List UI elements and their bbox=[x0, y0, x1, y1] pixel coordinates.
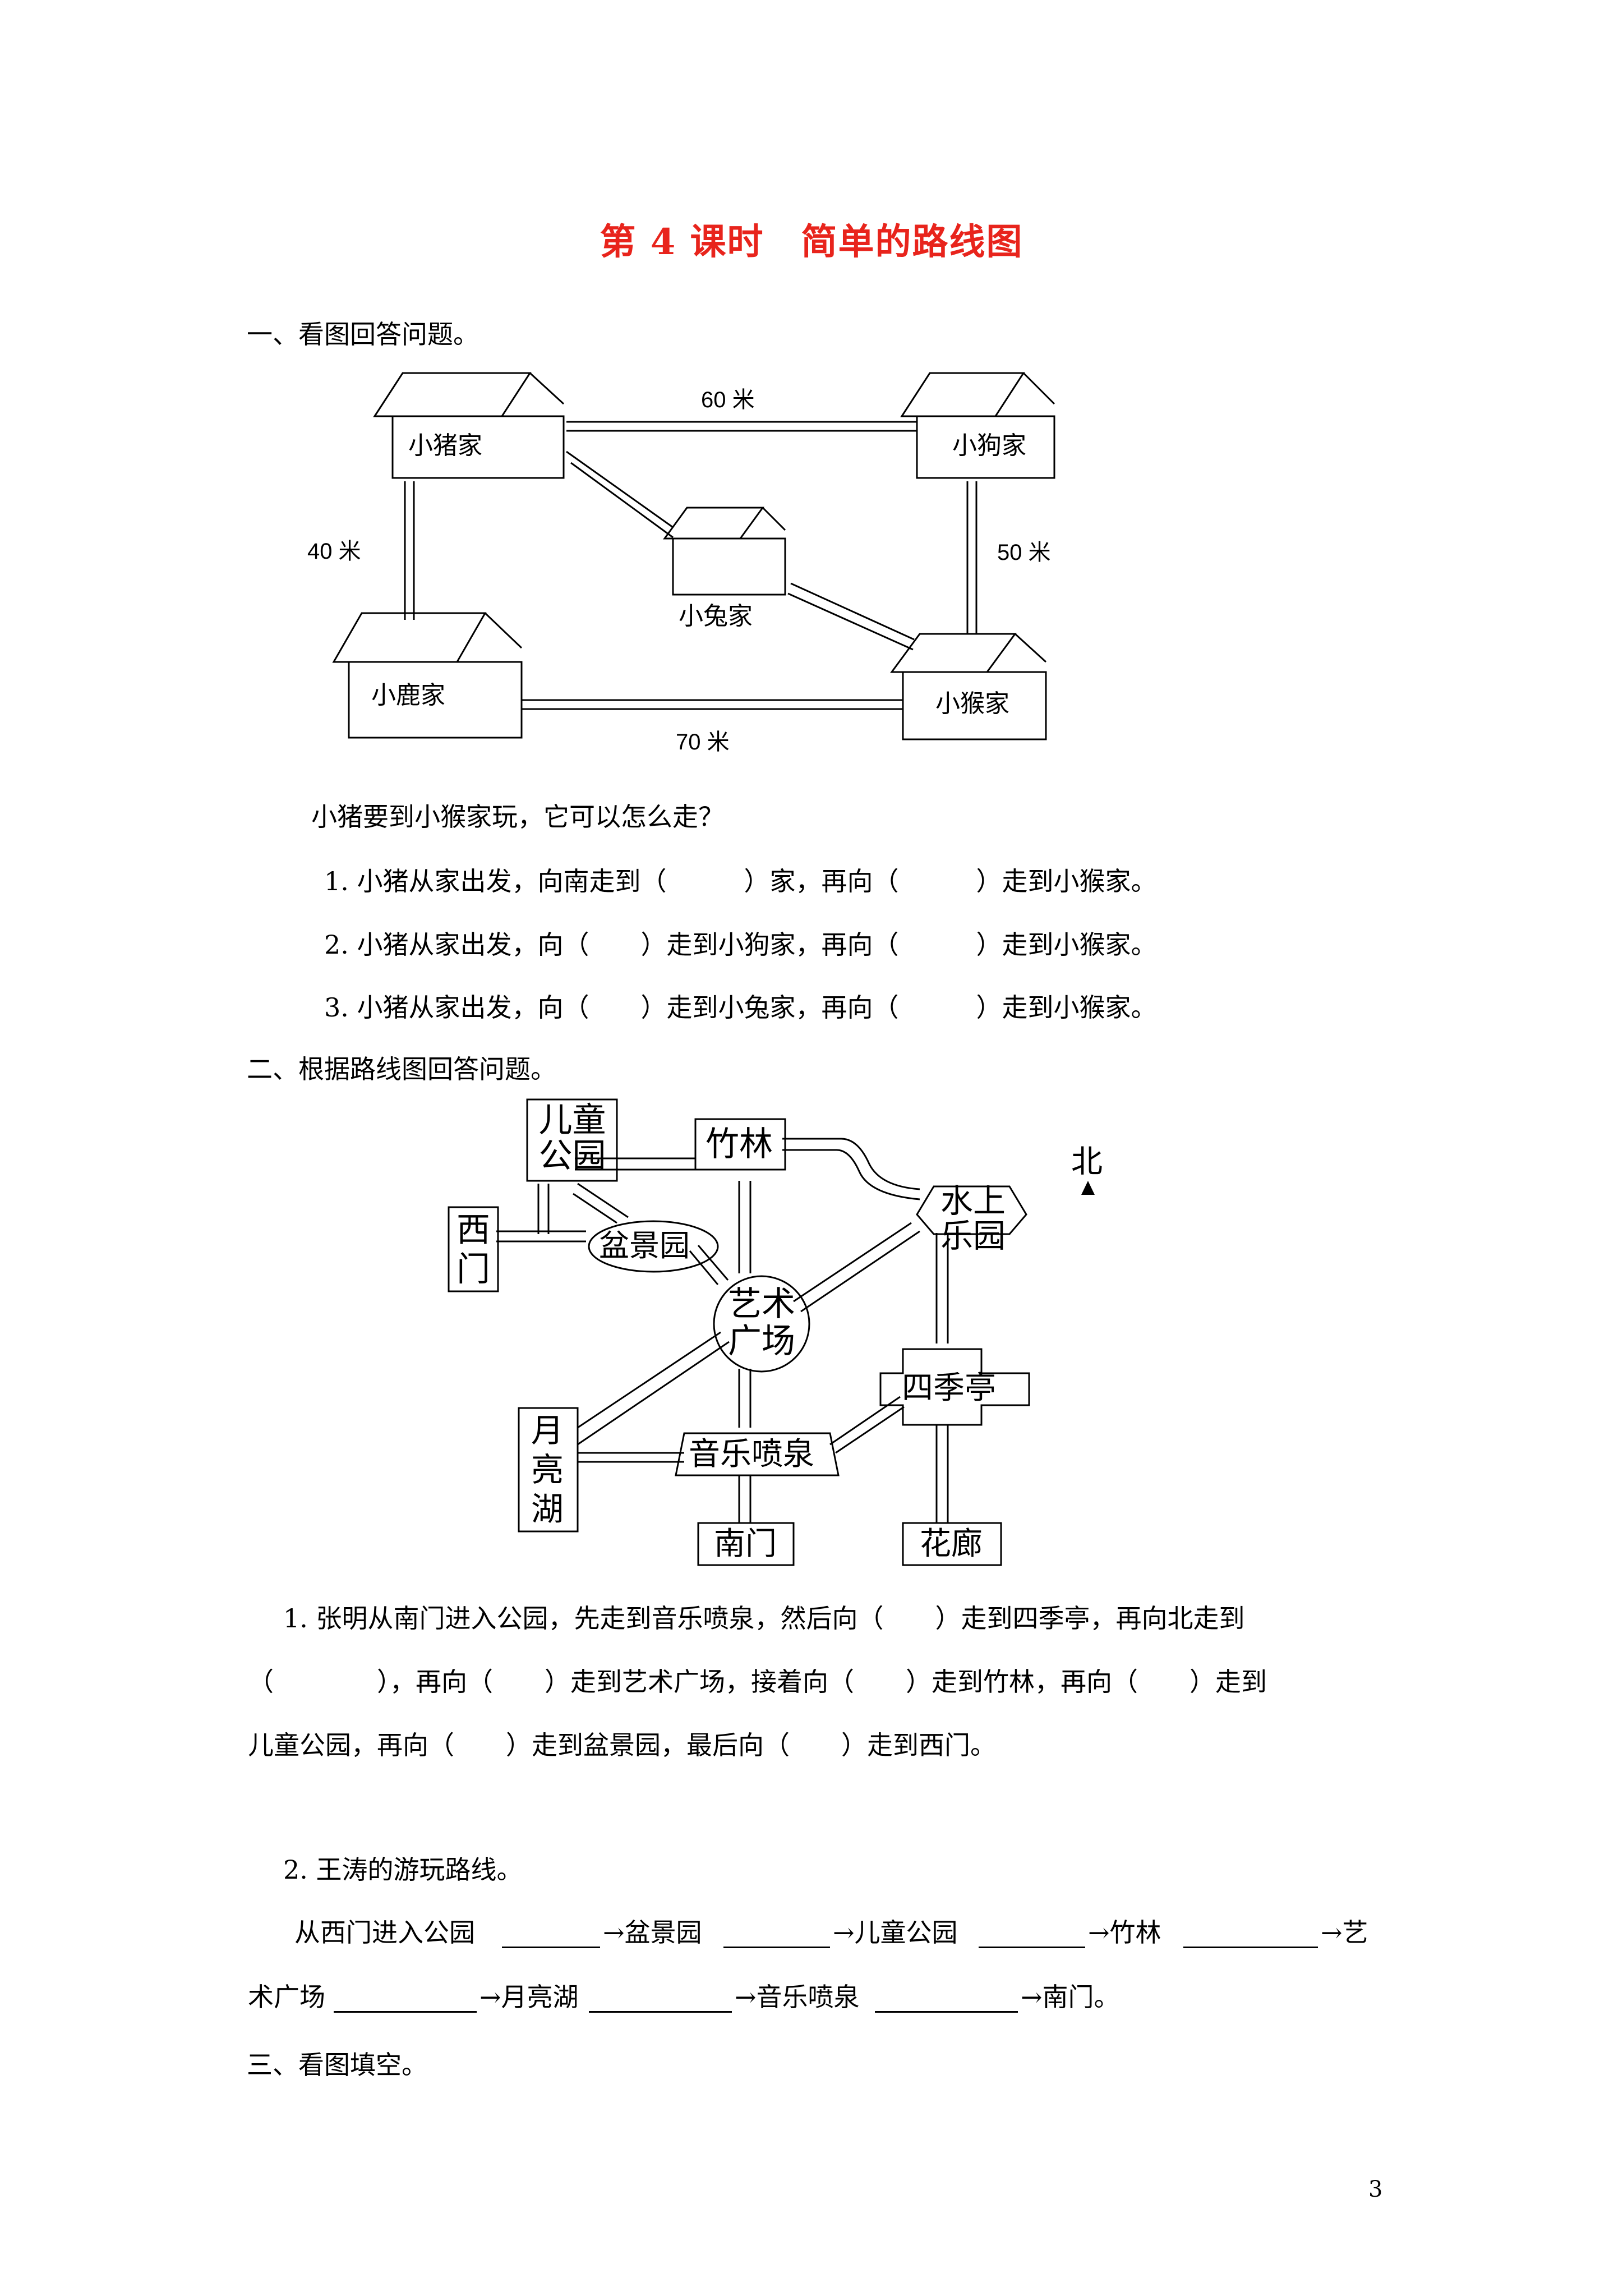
blank-1[interactable] bbox=[502, 1947, 600, 1948]
label-zhulin: 竹林 bbox=[706, 1125, 773, 1164]
page-title: 第 4 课时 简单的路线图 bbox=[600, 221, 1023, 263]
place-hualang bbox=[902, 1522, 1002, 1566]
blank-7[interactable] bbox=[875, 2011, 1018, 2013]
question-1-3: 3. 小猪从家出发，向（ ）走到小兔家，再向（ ）走到小猴家。 bbox=[324, 992, 1157, 1023]
distance-right: 50 米 bbox=[997, 540, 1051, 565]
route-yi: →艺 bbox=[1321, 1917, 1368, 1948]
route-yueliang: →月亮湖 bbox=[479, 1982, 579, 2012]
route-ertong: →儿童公园 bbox=[833, 1917, 958, 1948]
label-yishu: 艺术广场 bbox=[728, 1285, 795, 1361]
house-deer bbox=[332, 612, 523, 739]
question-2-1-line1: 1. 张明从南门进入公园，先走到音乐喷泉，然后向（ ）走到四季亭，再向北走到 bbox=[283, 1603, 1245, 1634]
route-nanmen: →南门。 bbox=[1021, 1982, 1120, 2012]
route-start: 从西门进入公园 bbox=[294, 1917, 475, 1948]
place-ximen bbox=[448, 1206, 499, 1292]
label-yueliang: 月亮湖 bbox=[531, 1411, 564, 1528]
question-1-1: 1. 小猪从家出发，向南走到（ ）家，再向（ ）走到小猴家。 bbox=[324, 866, 1157, 896]
place-siji bbox=[879, 1348, 1030, 1426]
house-monkey bbox=[890, 633, 1047, 740]
north-arrow-icon bbox=[1081, 1181, 1095, 1195]
place-yinyue bbox=[675, 1432, 840, 1476]
label-shuishang: 水上乐园 bbox=[940, 1182, 1006, 1255]
blank-4[interactable] bbox=[1183, 1947, 1318, 1948]
blank-6[interactable] bbox=[589, 2011, 732, 2013]
question-1-2: 2. 小猪从家出发，向（ ）走到小狗家，再向（ ）走到小猴家。 bbox=[324, 930, 1157, 960]
label-ertong: 儿童公园 bbox=[538, 1101, 606, 1176]
place-nanmen bbox=[697, 1522, 795, 1566]
label-deer-house: 小鹿家 bbox=[371, 682, 445, 709]
distance-bottom: 70 米 bbox=[676, 730, 730, 754]
section-1-prompt: 小猪要到小猴家玩，它可以怎么走？ bbox=[311, 802, 724, 832]
distance-top: 60 米 bbox=[701, 388, 755, 412]
label-penjing: 盆景园 bbox=[599, 1228, 690, 1263]
place-yishu bbox=[713, 1275, 810, 1373]
label-rabbit-house: 小兔家 bbox=[679, 602, 753, 630]
section-3-heading: 三、看图填空。 bbox=[247, 2050, 427, 2080]
section-2-heading: 二、根据路线图回答问题。 bbox=[247, 1054, 556, 1084]
label-siji: 四季亭 bbox=[902, 1370, 996, 1406]
place-shuishang bbox=[916, 1185, 1027, 1235]
house-dog bbox=[900, 372, 1055, 479]
blank-3[interactable] bbox=[979, 1947, 1085, 1948]
question-2-1-line2: （ ），再向（ ）走到艺术广场，接着向（ ）走到竹林，再向（ ）走到 bbox=[248, 1667, 1267, 1697]
distance-left: 40 米 bbox=[307, 539, 361, 564]
place-penjing bbox=[588, 1220, 719, 1273]
label-hualang: 花廊 bbox=[920, 1526, 983, 1562]
section-1-heading: 一、看图回答问题。 bbox=[247, 319, 479, 349]
route-yinyue: →音乐喷泉 bbox=[735, 1982, 860, 2012]
house-rabbit bbox=[663, 507, 786, 596]
page-number: 3 bbox=[1368, 2177, 1383, 2202]
place-ertong bbox=[526, 1098, 618, 1182]
route-yishu: 术广场 bbox=[248, 1982, 325, 2012]
blank-2[interactable] bbox=[723, 1947, 830, 1948]
place-zhulin bbox=[694, 1118, 786, 1171]
place-yueliang bbox=[518, 1407, 579, 1533]
house-pig bbox=[373, 372, 565, 479]
label-north: 北 bbox=[1071, 1144, 1103, 1180]
blank-5[interactable] bbox=[334, 2011, 477, 2013]
label-pig-house: 小猪家 bbox=[408, 432, 482, 459]
label-yinyue: 音乐喷泉 bbox=[689, 1436, 814, 1473]
label-monkey-house: 小猴家 bbox=[935, 690, 1009, 717]
label-nanmen: 南门 bbox=[714, 1526, 777, 1562]
route-penjing: →盆景园 bbox=[603, 1917, 702, 1948]
label-ximen: 西门 bbox=[457, 1211, 490, 1289]
question-2-2-title: 2. 王涛的游玩路线。 bbox=[283, 1855, 523, 1885]
label-dog-house: 小狗家 bbox=[952, 432, 1026, 459]
question-2-1-line3: 儿童公园，再向（ ）走到盆景园，最后向（ ）走到西门。 bbox=[248, 1730, 996, 1760]
route-zhulin: →竹林 bbox=[1088, 1917, 1161, 1948]
